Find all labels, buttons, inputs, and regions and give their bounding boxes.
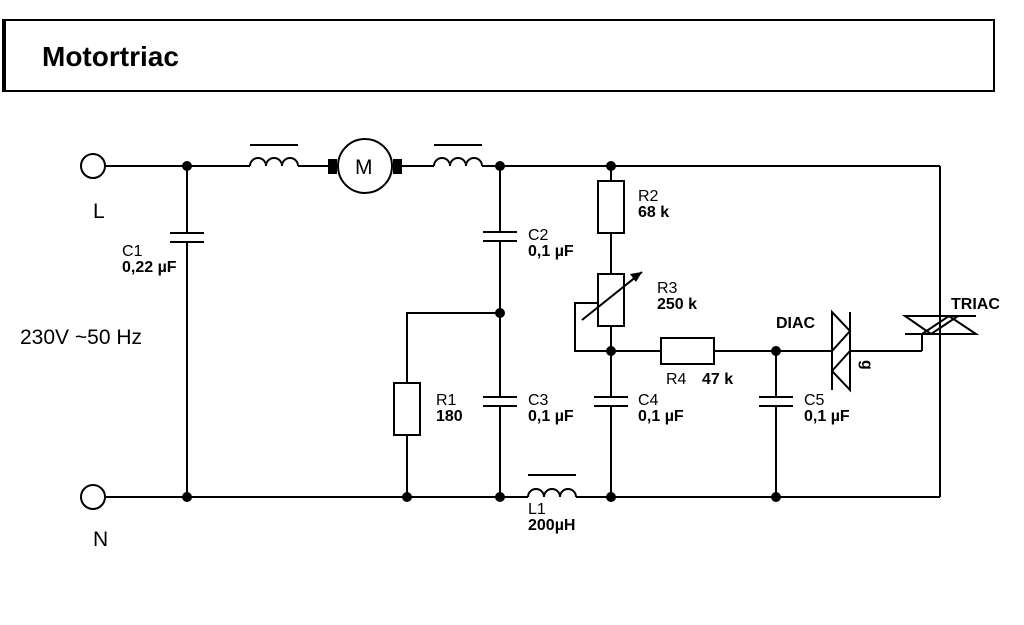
r1-value: 180 <box>436 408 463 425</box>
terminal-n <box>80 484 106 510</box>
resistor-r2 <box>597 166 625 274</box>
inductor-top-left <box>249 144 299 167</box>
r3-name: R3 <box>657 280 678 297</box>
c2-name: C2 <box>528 227 549 244</box>
l1-name: L1 <box>528 501 546 518</box>
triac <box>901 314 980 351</box>
inductor-top-right <box>433 144 483 167</box>
r2-value: 68 k <box>638 204 669 221</box>
diac <box>830 309 922 393</box>
c1-name: C1 <box>122 243 143 260</box>
triac-gate-label: g <box>858 360 875 370</box>
terminal-n-label: N <box>93 528 108 551</box>
l1-value: 200µH <box>528 517 575 534</box>
motor <box>328 138 402 194</box>
capacitor-c2 <box>483 166 517 397</box>
c5-name: C5 <box>804 392 825 409</box>
triac-label: TRIAC <box>951 296 1000 313</box>
diac-label: DIAC <box>776 315 816 332</box>
junction-dots <box>182 161 781 502</box>
r2-name: R2 <box>638 188 659 205</box>
c4-name: C4 <box>638 392 659 409</box>
c4-value: 0,1 µF <box>638 408 684 425</box>
c5-value: 0,1 µF <box>804 408 850 425</box>
terminal-l-label: L <box>93 200 105 223</box>
capacitor-c1 <box>170 166 204 497</box>
capacitor-c5 <box>759 351 793 497</box>
capacitor-c4 <box>594 396 628 497</box>
r4-name: R4 <box>666 371 687 388</box>
resistor-r1 <box>393 312 500 497</box>
c3-name: C3 <box>528 392 549 409</box>
page-title: Motortriac <box>42 41 179 72</box>
r1-name: R1 <box>436 392 457 409</box>
c1-value: 0,22 µF <box>122 259 177 276</box>
terminal-l <box>80 153 106 179</box>
r3-value: 250 k <box>657 296 697 313</box>
capacitor-c3 <box>483 396 517 497</box>
supply-label: 230V ~50 Hz <box>20 326 142 349</box>
r4-value: 47 k <box>702 371 733 388</box>
potentiometer-r3 <box>574 271 643 397</box>
resistor-r4 <box>611 337 832 365</box>
motor-label: M <box>355 156 373 179</box>
title-box: Motortriac <box>2 19 995 92</box>
c3-value: 0,1 µF <box>528 408 574 425</box>
inductor-l1 <box>527 474 577 498</box>
c2-value: 0,1 µF <box>528 243 574 260</box>
